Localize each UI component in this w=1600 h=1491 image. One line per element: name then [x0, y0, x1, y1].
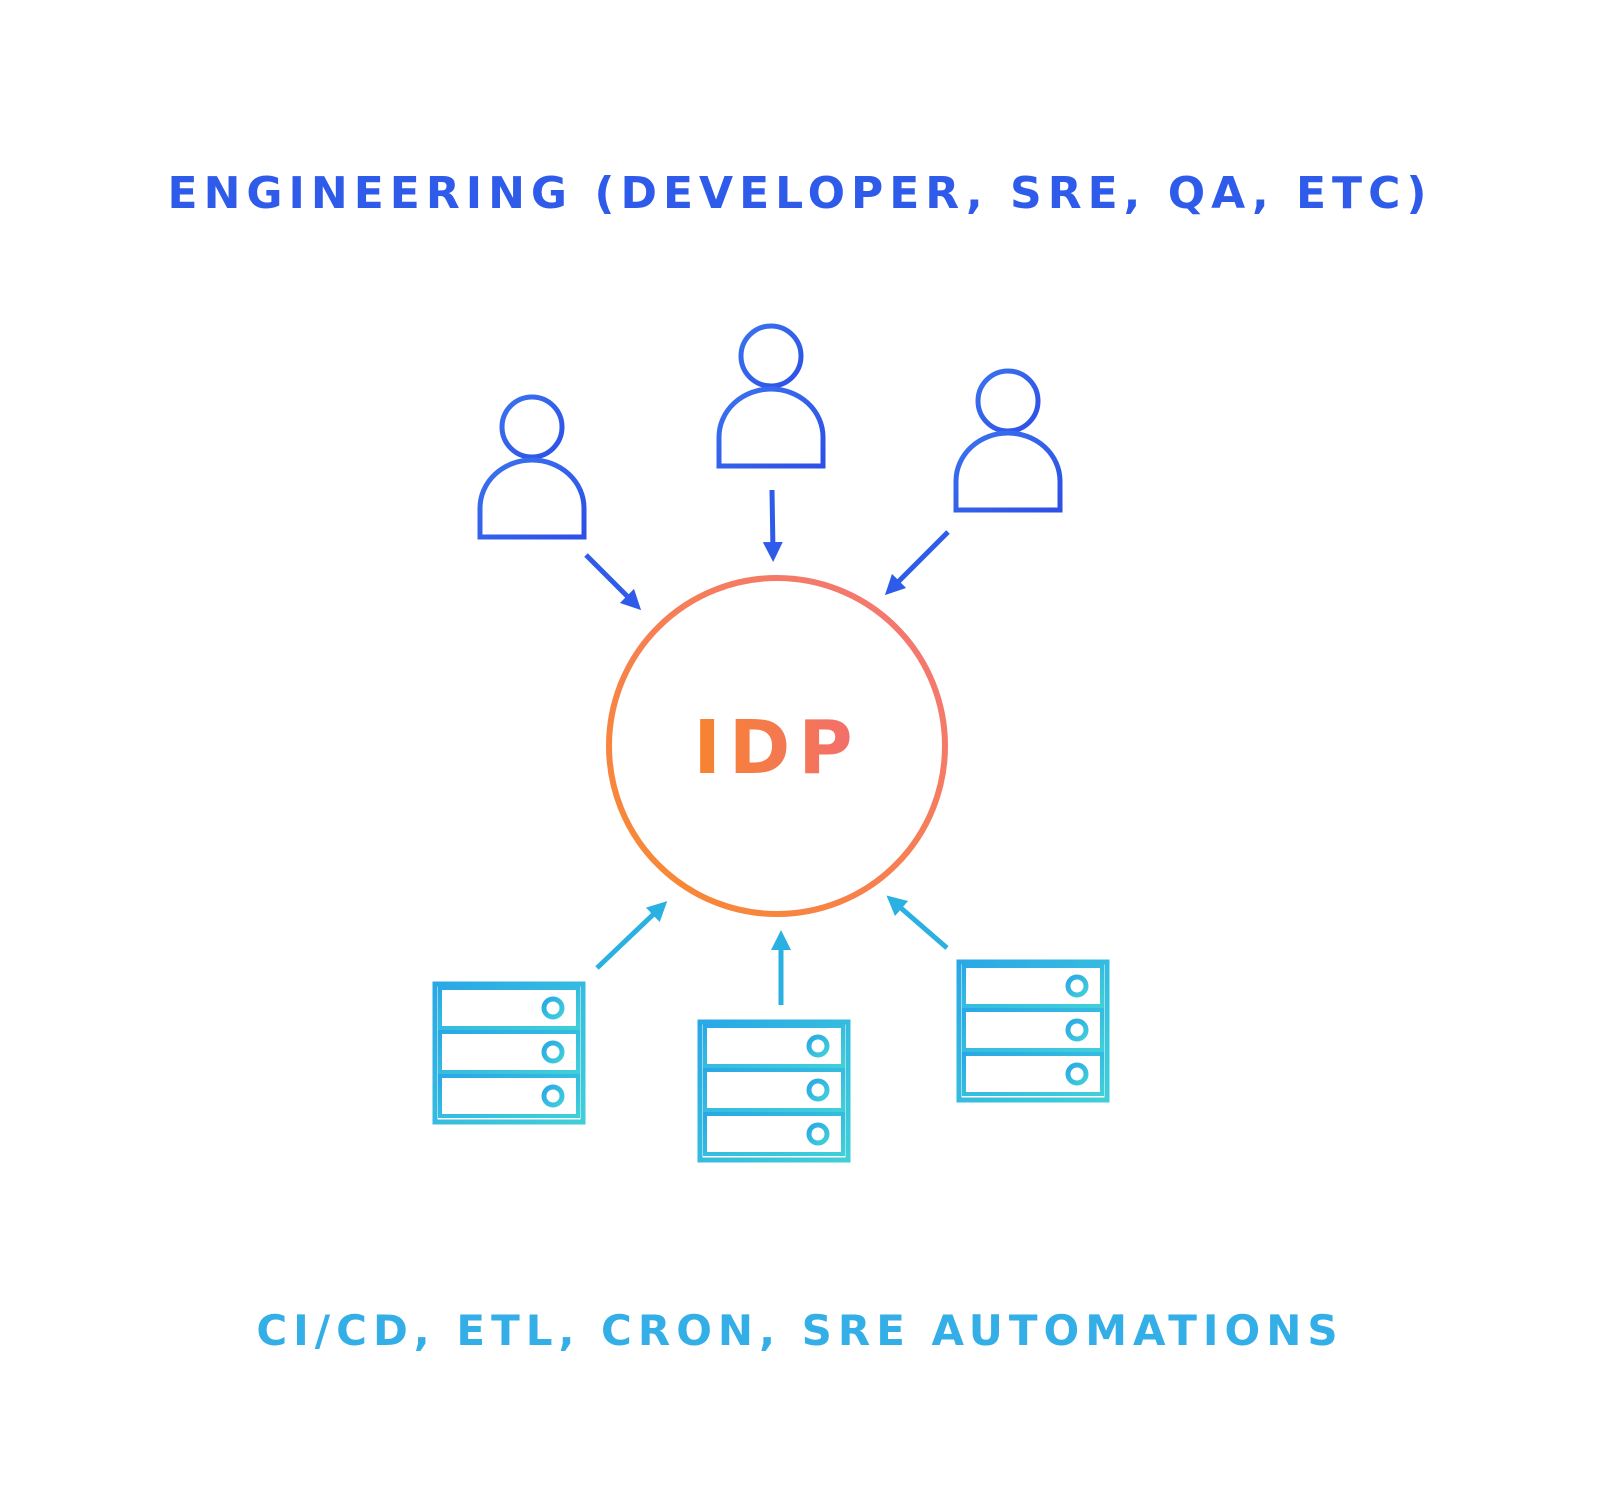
server-led-icon	[541, 1084, 565, 1108]
server-led-icon	[1065, 1062, 1089, 1086]
user-icon	[716, 323, 826, 469]
idp-label: IDP	[693, 705, 860, 791]
server-led-icon	[806, 1078, 830, 1102]
server-rack-icon	[956, 959, 1110, 1103]
server-unit	[438, 1030, 580, 1074]
server-unit	[438, 1074, 580, 1118]
server-led-icon	[806, 1122, 830, 1146]
idp-circle	[606, 575, 948, 917]
server-led-icon	[541, 996, 565, 1020]
server-unit	[703, 1024, 845, 1068]
server-unit	[962, 964, 1104, 1008]
server-unit	[703, 1112, 845, 1156]
server-led-icon	[1065, 1018, 1089, 1042]
automations-title: CI/CD, ETL, CRON, SRE AUTOMATIONS	[256, 1306, 1344, 1355]
engineering-title: ENGINEERING (DEVELOPER, SRE, QA, ETC)	[167, 168, 1433, 219]
arrow-icon	[886, 895, 949, 950]
arrow-icon	[884, 530, 950, 596]
arrow-icon	[595, 901, 668, 970]
server-led-icon	[806, 1034, 830, 1058]
user-icon	[953, 368, 1063, 513]
arrow-icon	[584, 553, 642, 611]
server-unit	[438, 986, 580, 1030]
user-icon	[477, 394, 587, 540]
arrow-icon	[762, 489, 783, 562]
server-rack-icon	[432, 981, 586, 1125]
server-rack-icon	[697, 1019, 851, 1163]
server-unit	[703, 1068, 845, 1112]
server-unit	[962, 1008, 1104, 1052]
server-unit	[962, 1052, 1104, 1096]
server-led-icon	[1065, 974, 1089, 998]
server-led-icon	[541, 1040, 565, 1064]
